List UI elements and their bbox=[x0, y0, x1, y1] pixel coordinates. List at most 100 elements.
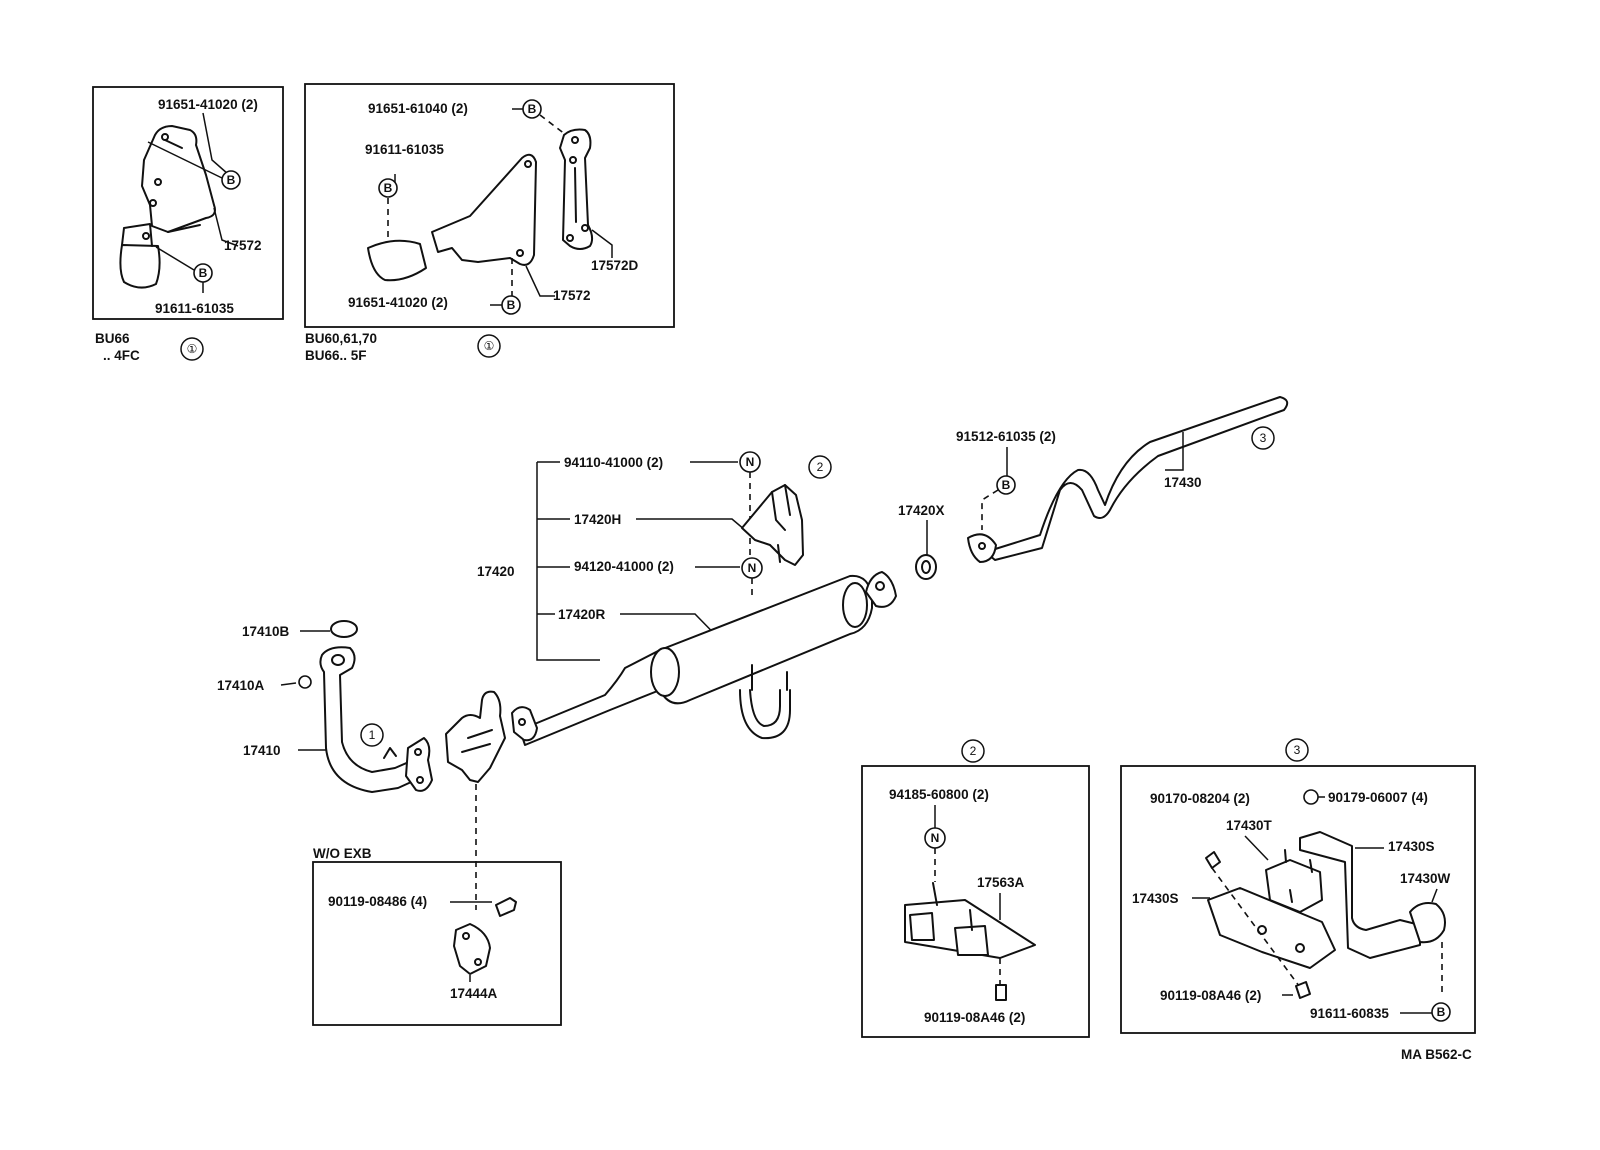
clamp-drawing bbox=[367, 239, 427, 282]
label-91651-41020: 91651-41020 (2) bbox=[158, 97, 258, 112]
circle-ref-1-text: 1 bbox=[369, 728, 376, 742]
leader-tree-17420 bbox=[536, 461, 600, 661]
gasket-17420x-drawing bbox=[915, 554, 937, 580]
circle-ref-1 bbox=[360, 723, 384, 747]
leader-line bbox=[147, 141, 223, 179]
marker-b: B bbox=[378, 178, 398, 198]
marker-b: B bbox=[1431, 1002, 1451, 1022]
label-91651-61040: 91651-61040 (2) bbox=[368, 101, 468, 116]
inset-3: 3 90170-08204 (2) 90179-06007 (4) 17430T… bbox=[1120, 738, 1476, 1034]
circle-ref-1-text: ① bbox=[187, 342, 198, 356]
inset-2: 2 94185-60800 (2) N 17563A 90119-08A46 (… bbox=[861, 739, 1090, 1038]
svg-text:B: B bbox=[1437, 1005, 1446, 1019]
caption-line2: BU66.. 5F bbox=[305, 348, 367, 363]
circle-ref-2-text: 2 bbox=[970, 744, 977, 758]
label-17410: 17410 bbox=[243, 743, 281, 758]
circle-ref-3-text: 3 bbox=[1260, 431, 1267, 445]
inset-title: W/O EXB bbox=[313, 846, 372, 861]
inset-frame bbox=[312, 861, 562, 1026]
muffler-end bbox=[650, 647, 680, 697]
circle-ref-1 bbox=[180, 337, 204, 361]
label-17430: 17430 bbox=[1164, 475, 1202, 490]
label-91611-60835: 91611-60835 bbox=[1310, 1006, 1389, 1021]
drawing-code: MA B562-C bbox=[1401, 1047, 1472, 1062]
label-91512-61035: 91512-61035 (2) bbox=[956, 429, 1056, 444]
label-94120-41000: 94120-41000 (2) bbox=[574, 559, 674, 574]
label-91651-41020: 91651-41020 (2) bbox=[348, 295, 448, 310]
bracket-17572-drawing bbox=[141, 125, 216, 233]
label-17430s-top: 17430S bbox=[1388, 839, 1435, 854]
marker-n: N bbox=[924, 827, 946, 849]
label-17430t: 17430T bbox=[1226, 818, 1273, 833]
label-91611-61035: 91611-61035 bbox=[365, 142, 444, 157]
circle-ref-3-text: 3 bbox=[1294, 743, 1301, 757]
inset-wo-exb: W/O EXB 90119-08486 (4) 17444A bbox=[312, 846, 562, 1026]
nut-17410a-drawing bbox=[298, 675, 312, 689]
inset-bu66-4fc: 91651-41020 (2) B 17572 B 91611-61035 BU… bbox=[92, 86, 284, 363]
circle-ref-3 bbox=[1251, 426, 1275, 450]
svg-text:B: B bbox=[227, 173, 236, 187]
marker-b: B bbox=[221, 170, 241, 190]
leader-line bbox=[202, 112, 229, 175]
marker-n: N bbox=[741, 557, 763, 579]
tailpipe-17430-drawing bbox=[976, 396, 1289, 561]
marker-b: B bbox=[522, 99, 542, 119]
leader-line bbox=[213, 207, 239, 247]
bolt-drawing bbox=[1295, 981, 1311, 999]
label-90170-08204: 90170-08204 (2) bbox=[1150, 791, 1250, 806]
svg-text:N: N bbox=[746, 455, 755, 469]
gasket-17410b-drawing bbox=[330, 620, 358, 638]
inset-frame bbox=[1120, 765, 1476, 1034]
svg-text:B: B bbox=[1002, 478, 1011, 492]
circle-ref-1 bbox=[477, 334, 501, 358]
marker-b: B bbox=[193, 263, 213, 283]
nut-drawing bbox=[1205, 851, 1221, 869]
caption-line2: .. 4FC bbox=[103, 348, 140, 363]
frontpipe-17410-drawing bbox=[319, 646, 421, 793]
label-17420h: 17420H bbox=[574, 512, 621, 527]
svg-text:B: B bbox=[199, 266, 208, 280]
svg-text:B: B bbox=[528, 102, 537, 116]
inset-frame bbox=[92, 86, 284, 320]
circle-ref-2 bbox=[961, 739, 985, 763]
label-17430w: 17430W bbox=[1400, 871, 1451, 886]
label-17572: 17572 bbox=[224, 238, 262, 253]
main-assembly: 94110-41000 (2) N 2 17420H 17420 94120-4… bbox=[217, 396, 1289, 910]
caption-line1: BU66 bbox=[95, 331, 130, 346]
label-17444a: 17444A bbox=[450, 986, 498, 1001]
label-17430s-left: 17430S bbox=[1132, 891, 1179, 906]
circle-ref-2 bbox=[808, 455, 832, 479]
inset-frame bbox=[304, 83, 675, 328]
muffler-17420-drawing bbox=[519, 574, 873, 746]
label-17410b: 17410B bbox=[242, 624, 290, 639]
label-17420r: 17420R bbox=[558, 607, 606, 622]
bracket-17572-drawing bbox=[431, 153, 537, 266]
label-17572d: 17572D bbox=[591, 258, 639, 273]
clamp-drawing bbox=[119, 244, 161, 289]
label-94110-41000: 94110-41000 (2) bbox=[564, 455, 663, 470]
plate-17444a-drawing bbox=[453, 923, 491, 975]
label-17563a: 17563A bbox=[977, 875, 1025, 890]
label-17410a: 17410A bbox=[217, 678, 265, 693]
label-90119-08486: 90119-08486 (4) bbox=[328, 894, 427, 909]
inset-bu60: 91651-61040 (2) B 17572D 91611-61035 B 1… bbox=[304, 83, 675, 363]
label-90119-08a46: 90119-08A46 (2) bbox=[924, 1010, 1025, 1025]
label-17420: 17420 bbox=[477, 564, 515, 579]
svg-text:N: N bbox=[931, 831, 940, 845]
circle-ref-3 bbox=[1285, 738, 1309, 762]
caption-line1: BU60,61,70 bbox=[305, 331, 377, 346]
clamp-17430w-drawing bbox=[1409, 902, 1446, 944]
label-90179-06007: 90179-06007 (4) bbox=[1328, 790, 1428, 805]
bolt-drawing bbox=[995, 984, 1007, 1001]
svg-text:B: B bbox=[384, 181, 393, 195]
label-94185-60800: 94185-60800 (2) bbox=[889, 787, 989, 802]
frontpipe-flange bbox=[405, 737, 433, 792]
hanger-17420r-drawing bbox=[739, 689, 791, 740]
label-17572: 17572 bbox=[553, 288, 591, 303]
marker-b: B bbox=[501, 295, 521, 315]
leader-line bbox=[155, 246, 195, 271]
exhaust-brake-valve-drawing bbox=[445, 690, 506, 783]
svg-text:N: N bbox=[748, 561, 757, 575]
label-17420x: 17420X bbox=[898, 503, 945, 518]
